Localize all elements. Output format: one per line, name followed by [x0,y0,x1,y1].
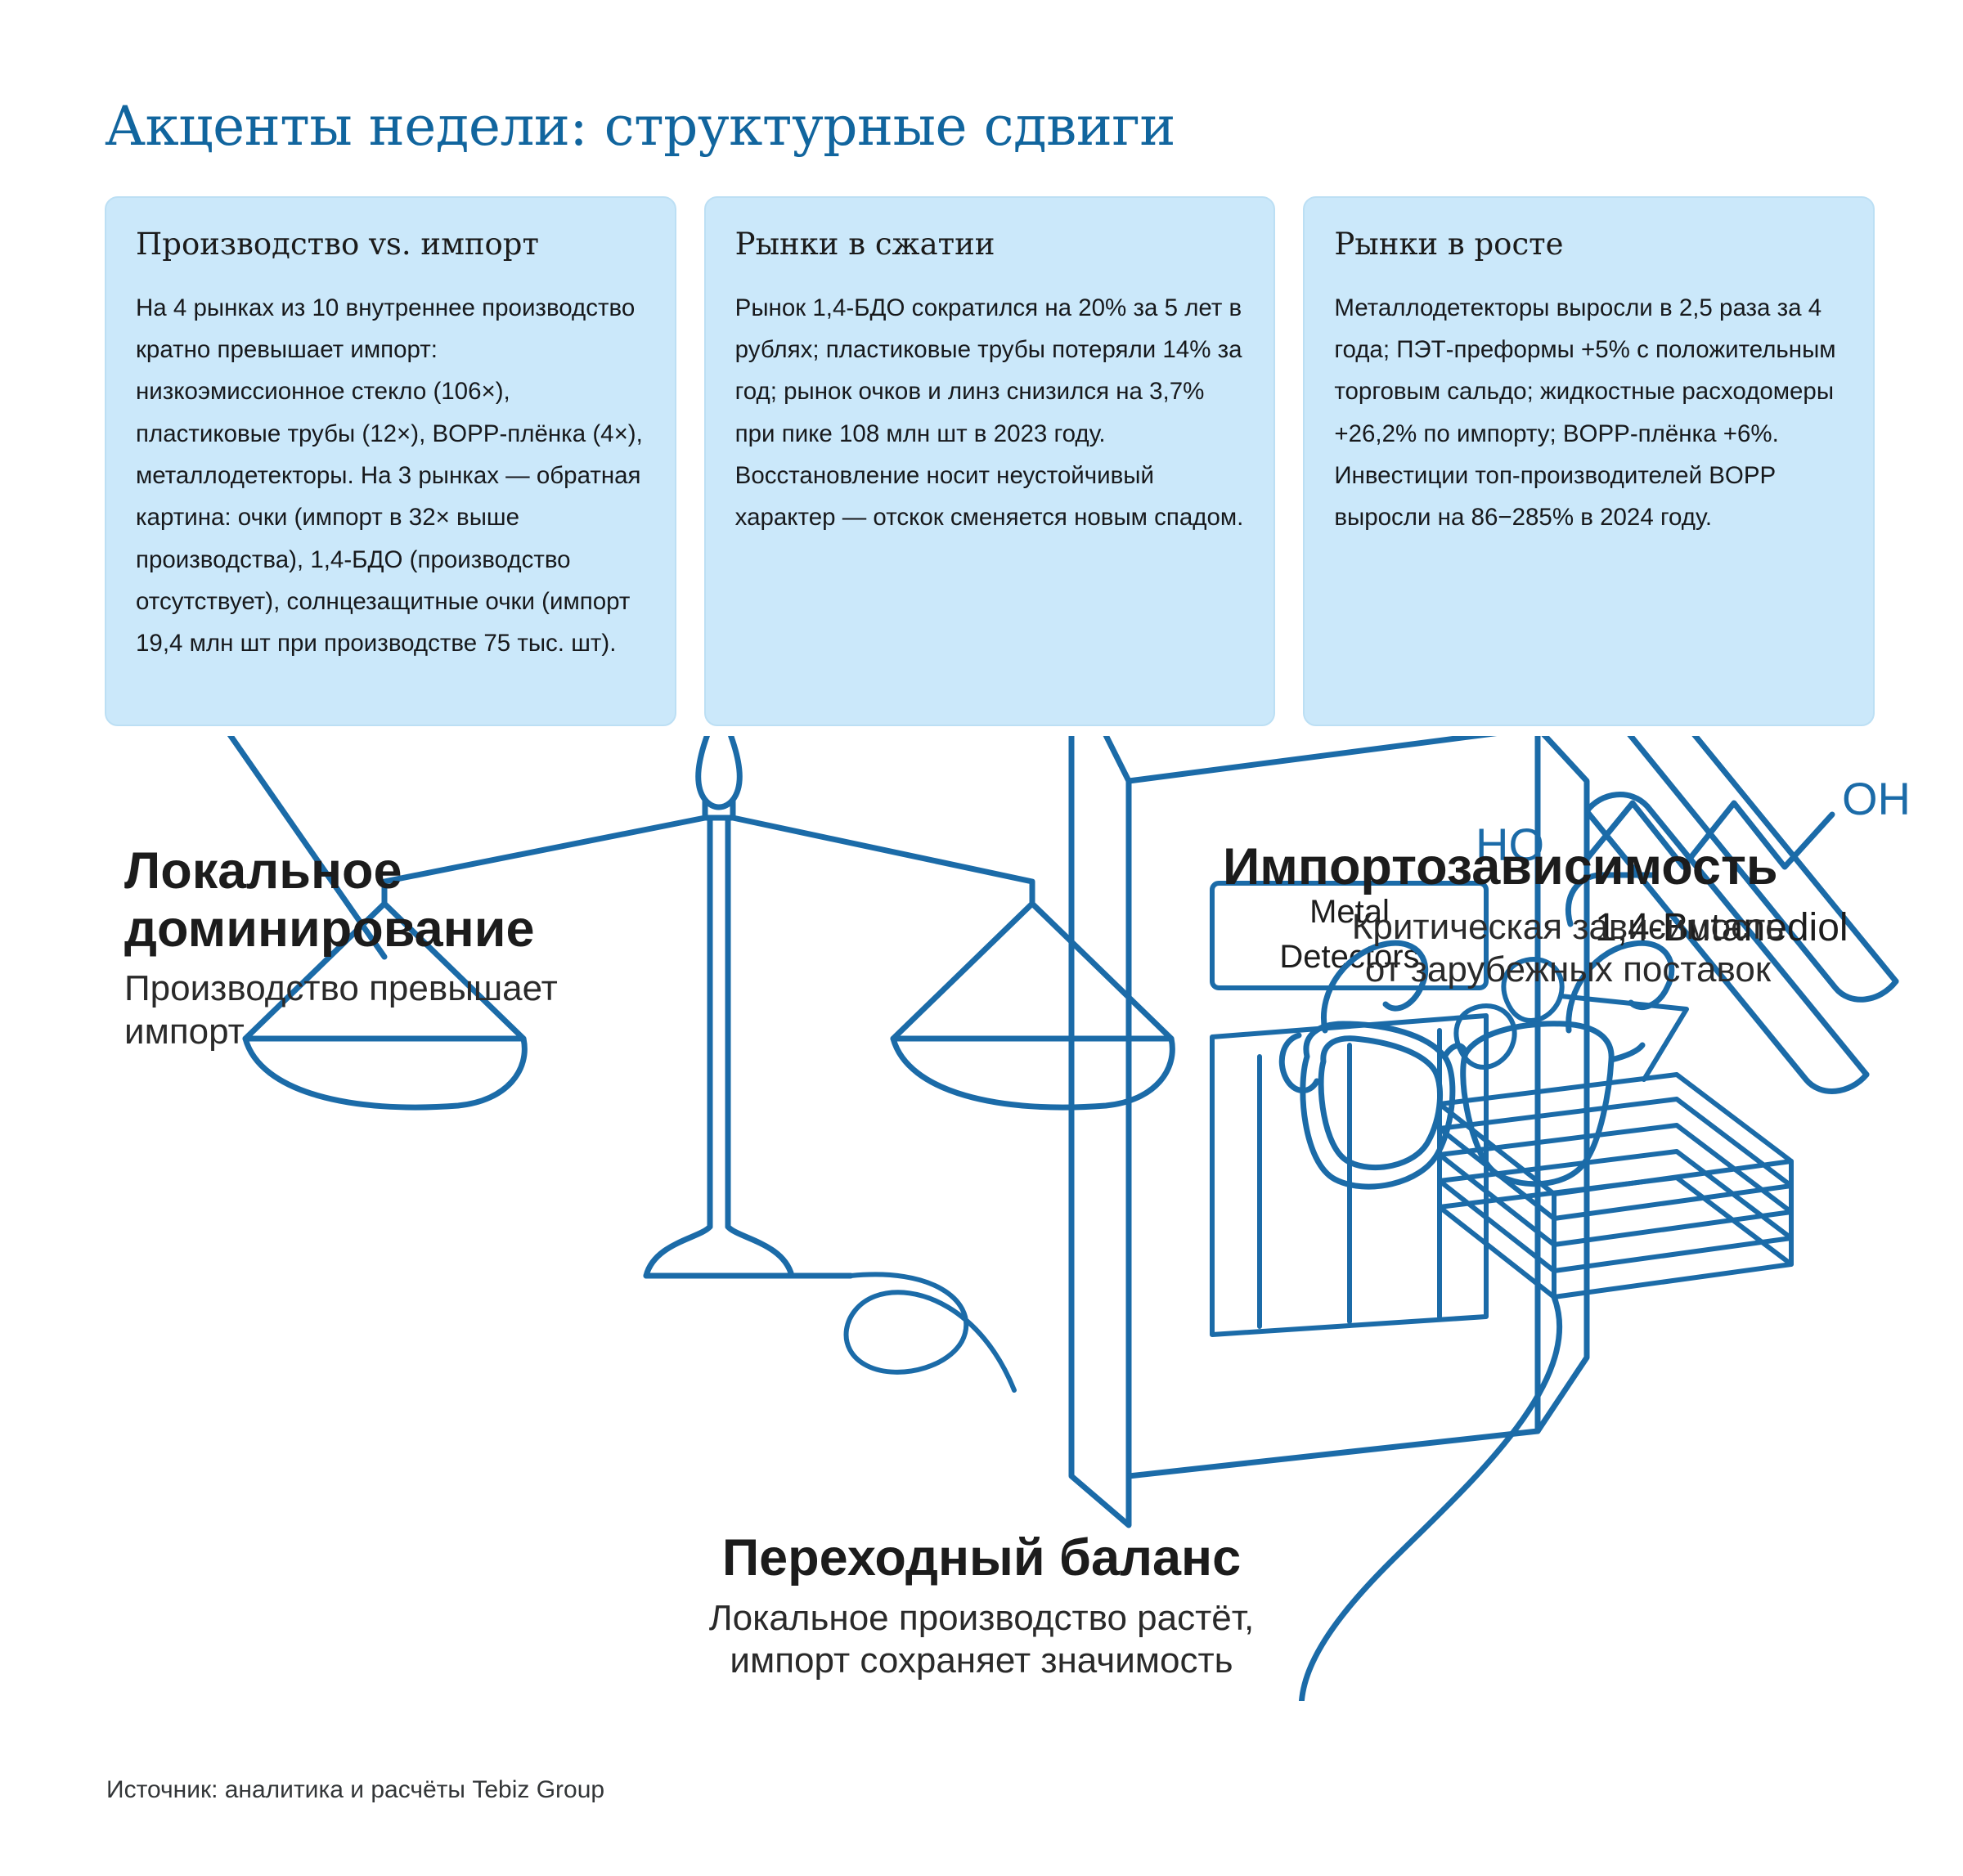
card-title: Рынки в росте [1334,227,1564,262]
card-title: Производство vs. импорт [136,227,539,262]
card-body: На 4 рынках из 10 внутреннее производств… [136,294,643,657]
pointer-rod-icon [227,736,388,960]
balance-scale-icon [242,736,1175,1279]
block-local-dominance: Локальное доминирование Производство пре… [124,842,746,1054]
page-title: Акценты недели: структурные сдвиги [105,95,1175,159]
card-title: Рынки в сжатии [734,227,995,262]
block-subtext: Критическая зависимость от зарубежных по… [1351,906,1785,990]
card-body: Металлодетекторы выросли в 2,5 раза за 4… [1334,294,1836,532]
source-note: Источник: аналитика и расчёты Tebiz Grou… [106,1776,605,1803]
block-transition-balance: Переходный баланс Локальное производство… [573,1529,1390,1683]
line-art-illustration: Metal Detectors [0,736,1963,1701]
card-body: Рынок 1,4-БДО сократился на 20% за 5 лет… [734,294,1244,532]
block-subtext: Локальное производство растёт, импорт со… [708,1597,1255,1681]
metal-detector-sign-line1: Metal [1309,894,1390,930]
butanediol-name-label: 1,4-Butanediol [1595,906,1848,949]
card-growing-markets: Рынки в росте Металлодетекторы выросли в… [1303,196,1875,726]
butanediol-structure-icon [1565,800,1835,927]
rolled-sheets-icon [1583,736,1899,1094]
oh-label: OH [1842,773,1911,824]
eyeglasses-icon [1278,940,1675,1190]
block-heading: Переходный баланс [721,1529,1242,1587]
flow-curve-left [1298,1294,1562,1701]
connector-squiggle-left [843,1272,1017,1393]
block-heading: Локальное доминирование [124,842,535,958]
card-production-vs-import: Производство vs. импорт На 4 рынках из 1… [105,196,676,726]
block-heading: Импортозависимость [1223,838,1778,895]
highlight-cards: Производство vs. импорт На 4 рынках из 1… [105,196,1875,726]
ho-label: HO [1476,819,1544,870]
block-import-dependence: Импортозависимость Критическая зависимос… [1223,838,1902,992]
card-shrinking-markets: Рынки в сжатии Рынок 1,4-БДО сократился … [703,196,1276,726]
block-subtext: Производство превышает импорт [124,968,558,1052]
film-stack-icon [1437,957,1794,1299]
